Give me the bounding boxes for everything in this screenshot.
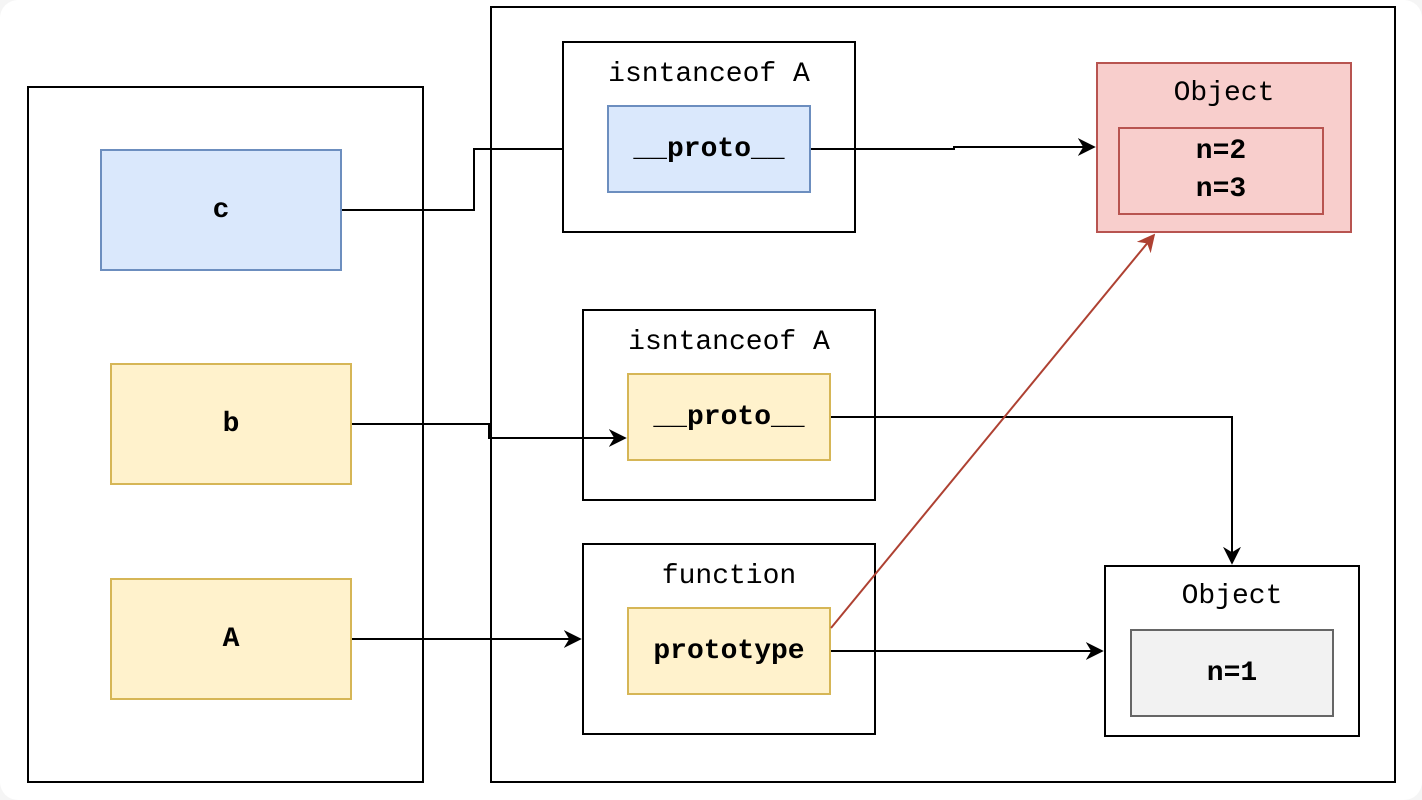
object-proto-value[interactable]: n=1 bbox=[1130, 629, 1334, 717]
object-proto-title: Object bbox=[1181, 581, 1283, 612]
object-shared-line1: n=2 bbox=[1195, 136, 1247, 167]
instance-c-proto[interactable]: __proto__ bbox=[607, 105, 811, 193]
edge-c-to-instance[interactable] bbox=[342, 148, 562, 211]
instance-c-title: isntanceof A bbox=[608, 59, 810, 90]
object-shared-values[interactable]: n=2 n=3 bbox=[1118, 127, 1324, 215]
function-A-title: function bbox=[661, 561, 797, 592]
variable-c[interactable]: c bbox=[100, 149, 342, 271]
object-shared-line2: n=3 bbox=[1195, 174, 1247, 205]
edge-prototype-to-object-shared[interactable] bbox=[830, 233, 1156, 629]
variable-b[interactable]: b bbox=[110, 363, 352, 485]
variable-A[interactable]: A bbox=[110, 578, 352, 700]
edge-instance-c-proto-to-object[interactable] bbox=[811, 138, 1096, 156]
edge-instance-b-proto-to-object[interactable] bbox=[831, 416, 1241, 565]
edge-b-to-instance-proto[interactable] bbox=[352, 423, 627, 447]
function-A-prototype[interactable]: prototype bbox=[627, 607, 831, 695]
instance-b-title: isntanceof A bbox=[628, 327, 830, 358]
instance-b-proto[interactable]: __proto__ bbox=[627, 373, 831, 461]
object-shared-title: Object bbox=[1173, 78, 1275, 109]
